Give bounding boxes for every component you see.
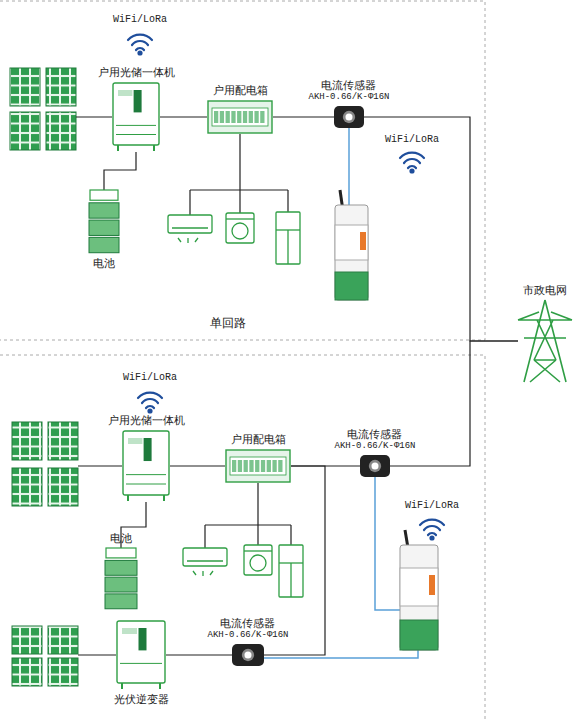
device-label: 电流传感器	[308, 79, 389, 92]
power-line	[170, 465, 225, 466]
distbox-icon	[225, 449, 291, 483]
region-label: 单回路	[210, 316, 246, 330]
caption: 市政电网	[523, 284, 567, 297]
battery: 电池	[104, 548, 138, 610]
power-line	[160, 116, 207, 117]
caption: 电流传感器AKH-0.66/K-Φ16N	[308, 79, 389, 103]
appliances	[168, 212, 300, 264]
caption: 电池	[110, 532, 132, 545]
sensor-icon	[360, 455, 390, 477]
power-line	[104, 152, 136, 190]
region-outline	[0, 355, 485, 719]
pvinv-icon	[116, 620, 166, 690]
signal-wire	[264, 128, 418, 658]
wire	[78, 654, 116, 655]
model-number: AKH-0.66/K-Φ16N	[207, 630, 288, 641]
model-number: AKH-0.66/K-Φ16N	[308, 92, 389, 103]
inverter-icon	[122, 430, 170, 502]
device-label: 电池	[110, 532, 132, 545]
distbox-icon	[207, 100, 273, 134]
device-label: 电流传感器	[334, 428, 415, 441]
appliances	[183, 545, 303, 597]
battery-icon	[104, 548, 138, 610]
tower-icon	[518, 300, 572, 382]
storage-inverter: 户用光储一体机	[112, 82, 160, 152]
caption: 户用光储一体机	[108, 414, 185, 427]
device-label: 户用光储一体机	[108, 414, 185, 427]
grid-tower: 市政电网	[518, 300, 572, 382]
caption: 户用光储一体机	[98, 66, 175, 79]
wire	[78, 465, 122, 466]
pv-inverter: 光伏逆变器	[116, 620, 166, 690]
caption: 户用配电箱	[231, 433, 286, 446]
current-sensor: 电流传感器AKH-0.66/K-Φ16N	[360, 455, 390, 477]
caption: 电池	[93, 257, 115, 270]
device-label: 户用光储一体机	[98, 66, 175, 79]
current-sensor: 电流传感器AKH-0.66/K-Φ16N	[334, 106, 364, 128]
solar-panels	[12, 626, 78, 686]
solar-panels	[12, 422, 78, 506]
caption: 户用配电箱	[213, 84, 268, 97]
wifi-symbol	[128, 35, 444, 540]
device-label: 电池	[93, 257, 115, 270]
distribution-box: 户用配电箱	[225, 449, 291, 483]
sensor-icon	[334, 106, 364, 128]
wifi-label: WiFi/LoRa	[385, 134, 439, 146]
wifi-label: WiFi/LoRa	[405, 500, 459, 512]
caption: 电流传感器AKH-0.66/K-Φ16N	[334, 428, 415, 452]
wifi-label: WiFi/LoRa	[123, 372, 177, 384]
wireless-meter	[400, 530, 438, 650]
sensor-icon	[232, 644, 264, 666]
device-label: 户用配电箱	[213, 84, 268, 97]
battery-icon	[88, 190, 120, 254]
wire	[190, 134, 288, 215]
device-label: 光伏逆变器	[114, 693, 169, 706]
wifi-label: WiFi/LoRa	[113, 14, 167, 26]
wire	[205, 483, 291, 548]
distribution-box: 户用配电箱	[207, 100, 273, 134]
wireless-meter	[335, 190, 368, 300]
power-line	[273, 116, 334, 117]
device-label: 户用配电箱	[231, 433, 286, 446]
model-number: AKH-0.66/K-Φ16N	[334, 441, 415, 452]
caption: 光伏逆变器	[114, 693, 169, 706]
region-outline	[0, 1, 485, 340]
device-label: 市政电网	[523, 284, 567, 297]
power-line	[364, 117, 518, 341]
solar-panels	[10, 68, 76, 150]
battery: 电池	[88, 190, 120, 254]
inverter-icon	[112, 82, 160, 152]
storage-inverter: 户用光储一体机	[122, 430, 170, 502]
caption: 电流传感器AKH-0.66/K-Φ16N	[207, 617, 288, 641]
device-label: 电流传感器	[207, 617, 288, 630]
wire	[76, 116, 112, 117]
current-sensor: 电流传感器AKH-0.66/K-Φ16N	[232, 644, 264, 666]
power-line	[166, 654, 232, 655]
